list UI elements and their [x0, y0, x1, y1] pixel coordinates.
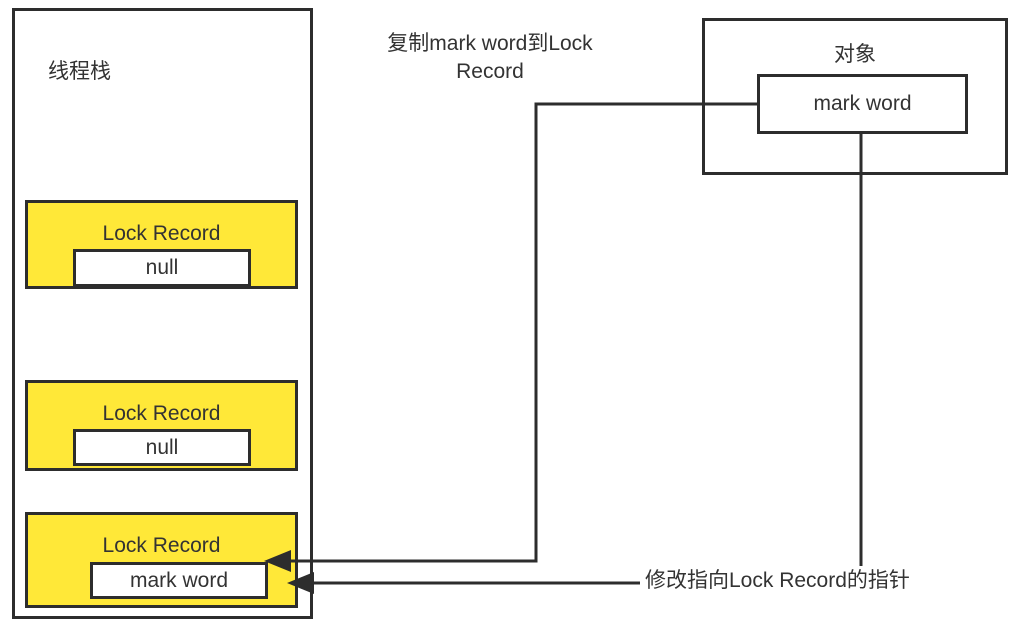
lock-record-1: Lock Record null: [25, 200, 298, 289]
lock-record-2-value: null: [145, 436, 179, 459]
lock-record-3-label: Lock Record: [102, 534, 221, 557]
lock-record-1-label: Lock Record: [102, 222, 221, 245]
modify-annotation: 修改指向Lock Record的指针: [640, 566, 915, 596]
lock-record-1-value: null: [145, 256, 179, 279]
thread-stack-label: 线程栈: [48, 60, 111, 83]
lock-record-2-value-box: null: [73, 429, 251, 466]
copy-annotation: 复制mark word到Lock Record: [387, 32, 593, 83]
lock-record-3-value-box: mark word: [90, 562, 268, 599]
modify-arrow-line: [312, 134, 863, 585]
object-label: 对象: [834, 43, 876, 66]
lock-record-3: Lock Record mark word: [25, 512, 298, 608]
object-mark-word-box: mark word: [757, 74, 968, 134]
lock-record-3-value: mark word: [129, 569, 229, 592]
thread-stack-box: 线程栈 Lock Record null Lock Record null Lo…: [12, 8, 313, 619]
object-mark-word-value: mark word: [813, 92, 912, 115]
lock-record-2: Lock Record null: [25, 380, 298, 471]
lock-record-2-label: Lock Record: [102, 402, 221, 425]
copy-arrow-line: [290, 102, 757, 563]
lock-record-1-value-box: null: [73, 249, 251, 287]
object-box: 对象 mark word: [702, 18, 1008, 175]
